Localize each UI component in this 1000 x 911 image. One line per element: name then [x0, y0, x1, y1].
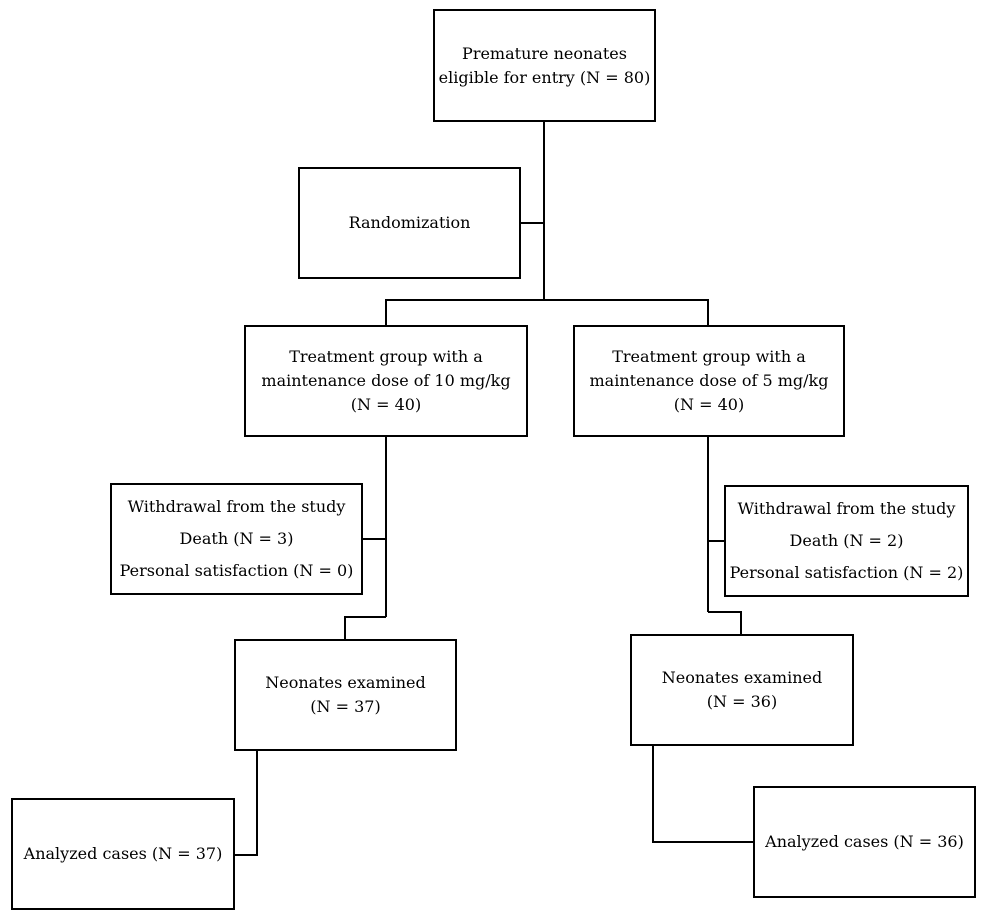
group-b-examined-line-1: Neonates examined — [661, 668, 823, 687]
connector-group-a-to-analyzed — [235, 750, 258, 856]
group-a-withdrawal-personal: Personal satisfaction (N = 0) — [119, 561, 354, 580]
group-b-line-1: Treatment group with a — [612, 347, 806, 366]
connector-group-b-to-examined — [708, 611, 742, 635]
group-a-examined-box: Neonates examined (N = 37) — [234, 639, 457, 751]
group-a-examined-line-1: Neonates examined — [265, 673, 426, 692]
group-b-box: Treatment group with a maintenance dose … — [573, 325, 845, 437]
group-a-line-1: Treatment group with a — [289, 347, 483, 366]
group-a-line-3: (N = 40) — [350, 395, 422, 414]
entry-line-2: eligible for entry (N = 80) — [438, 67, 651, 87]
group-b-withdrawal-title: Withdrawal from the study — [737, 499, 956, 518]
randomization-label: Randomization — [348, 213, 471, 232]
connector-split-to-groups — [385, 299, 709, 325]
group-b-withdrawal-personal: Personal satisfaction (N = 2) — [729, 563, 964, 582]
group-b-examined-box: Neonates examined (N = 36) — [630, 634, 854, 746]
entry-box: Premature neonates eligible for entry (N… — [433, 9, 656, 122]
group-b-line-3: (N = 40) — [673, 395, 745, 414]
group-b-withdrawal-box: Withdrawal from the study Death (N = 2) … — [724, 485, 969, 597]
connector-group-a-to-examined — [344, 616, 386, 640]
group-a-withdrawal-title: Withdrawal from the study — [127, 497, 346, 516]
entry-line-1: Premature neonates — [462, 43, 627, 63]
group-b-examined-line-2: (N = 36) — [706, 692, 778, 711]
group-b-line-2: maintenance dose of 5 mg/kg — [589, 371, 829, 390]
group-b-withdrawal-death: Death (N = 2) — [789, 531, 904, 550]
group-a-line-2: maintenance dose of 10 mg/kg — [261, 371, 511, 390]
group-a-box: Treatment group with a maintenance dose … — [244, 325, 528, 437]
group-b-analyzed-box: Analyzed cases (N = 36) — [753, 786, 976, 898]
randomization-box: Randomization — [298, 167, 521, 279]
group-a-examined-line-2: (N = 37) — [310, 697, 381, 716]
connector-group-b-to-analyzed — [652, 745, 754, 843]
group-a-analyzed-label: Analyzed cases (N = 37) — [23, 844, 223, 863]
group-a-withdrawal-box: Withdrawal from the study Death (N = 3) … — [110, 483, 363, 595]
group-a-analyzed-box: Analyzed cases (N = 37) — [11, 798, 235, 910]
group-b-analyzed-label: Analyzed cases (N = 36) — [765, 832, 964, 851]
group-a-withdrawal-death: Death (N = 3) — [179, 529, 294, 548]
